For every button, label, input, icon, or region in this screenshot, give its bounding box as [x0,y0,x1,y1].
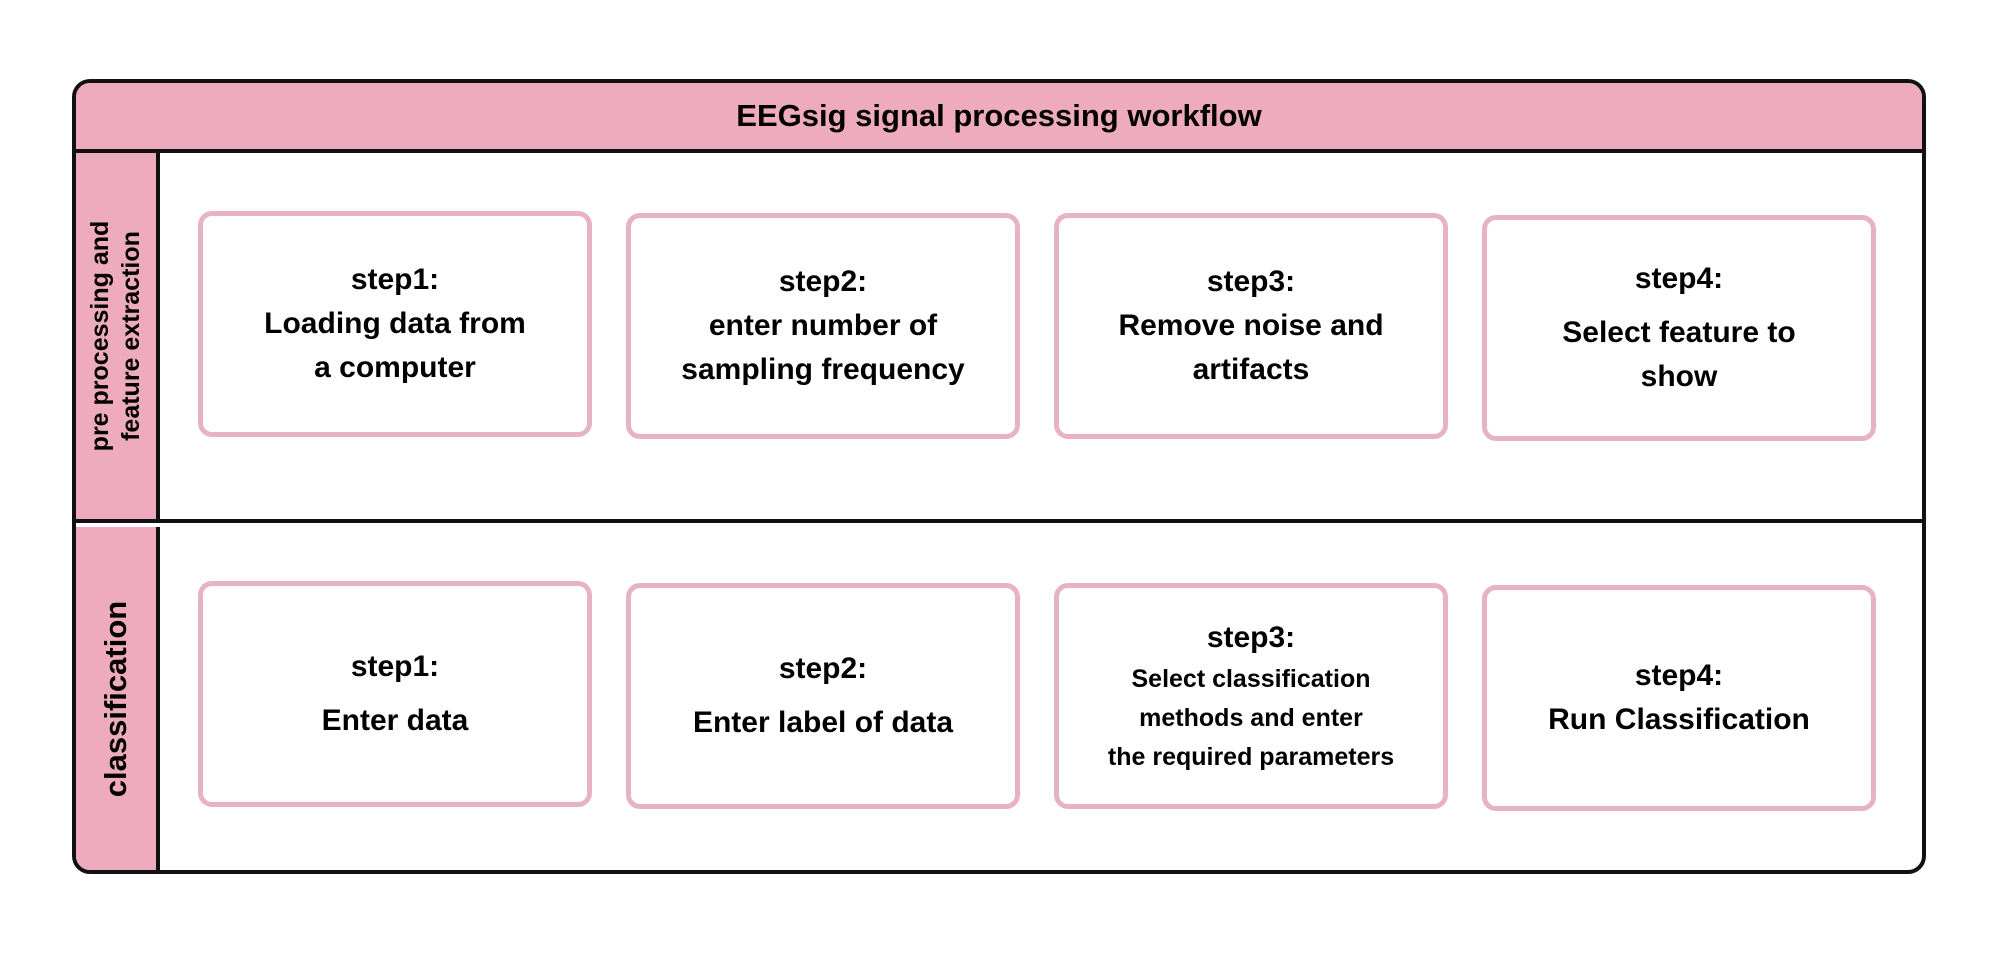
lane-label-box: classification [76,527,160,870]
step-description: Loading data from a computer [264,307,526,384]
step-card-classification-2: step2: Enter label of data [626,583,1020,809]
step-number: step1: [350,263,440,296]
diagram-title: EEGsig signal processing workflow [76,83,1922,153]
lane-label-box: pre processing and feature extraction [76,153,160,519]
step-number: step1: [350,650,440,683]
step-card-classification-4: step4: Run Classification [1482,585,1876,811]
step-card-preprocessing-1: step1: Loading data from a computer [198,211,592,437]
lane-classification: classification step1: Enter data step2: … [76,527,1922,870]
lane-label: classification [98,600,133,797]
step-card-preprocessing-3: step3: Remove noise and artifacts [1054,213,1448,439]
step-description: Remove noise and artifacts [1118,309,1384,386]
step-description: enter number of sampling frequency [681,309,965,386]
step-number: step4: [1634,659,1724,692]
step-description: Run Classification [1548,703,1810,736]
step-card-preprocessing-4: step4: Select feature to show [1482,215,1876,441]
lane-preprocessing: pre processing and feature extraction st… [76,153,1922,523]
workflow-diagram: EEGsig signal processing workflow pre pr… [72,79,1926,874]
step-card-classification-1: step1: Enter data [198,581,592,807]
step-number: step2: [778,265,868,298]
step-number: step4: [1634,262,1724,295]
step-number: step3: [1206,265,1296,298]
step-description: Select classification methods and enter … [1107,664,1395,771]
step-card-classification-3: step3: Select classification methods and… [1054,583,1448,809]
step-number: step2: [778,652,868,685]
step-description: Select feature to show [1562,316,1796,393]
step-card-preprocessing-2: step2: enter number of sampling frequenc… [626,213,1020,439]
step-description: Enter data [321,704,469,737]
step-description: Enter label of data [692,706,954,739]
step-number: step3: [1206,620,1296,654]
lane-label: pre processing and feature extraction [86,220,145,452]
